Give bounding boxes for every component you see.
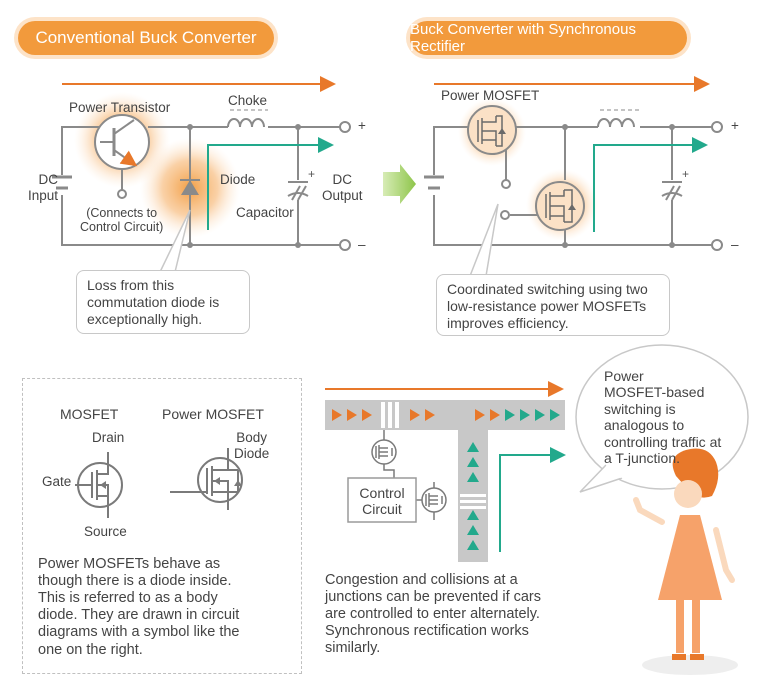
conventional-title: Conventional Buck Converter [18, 21, 274, 55]
synchronous-title: Buck Converter with Synchronous Rectifie… [410, 21, 687, 55]
drain-label: Drain [92, 430, 125, 445]
mosfet-title: MOSFET [60, 406, 119, 422]
teal-current-left [207, 137, 334, 230]
plus-left: + [358, 118, 366, 133]
source-label: Source [84, 524, 127, 539]
diode-symbol [181, 180, 199, 195]
power-transistor-label: Power Transistor [69, 100, 171, 115]
traffic-arrow-teal [499, 447, 566, 552]
power-mosfet-bottom [535, 181, 585, 231]
power-mosfet-title: Power MOSFET [162, 406, 264, 422]
diode-label: Diode [220, 172, 256, 187]
symbols-box [22, 378, 302, 674]
teal-current-right [593, 137, 708, 232]
svg-text:+: + [682, 167, 689, 181]
power-mosfet-top [467, 105, 517, 155]
orange-cars [332, 409, 500, 421]
minus-right: – [731, 237, 739, 252]
power-transistor-symbol [94, 114, 150, 199]
plus-right: + [731, 118, 739, 133]
gate-label: Gate [42, 474, 72, 489]
teal-cars [467, 409, 560, 550]
minus-left: – [358, 237, 366, 252]
choke-label: Choke [228, 93, 268, 108]
svg-text:+: + [308, 167, 315, 181]
capacitor-symbol [287, 181, 309, 201]
transform-arrow [383, 164, 416, 204]
woman-illustration [633, 448, 738, 675]
capacitor-label: Capacitor [236, 205, 294, 220]
mosfet-symbol-plain [75, 452, 123, 518]
control-circuit-box [347, 477, 417, 523]
power-mosfet-label: Power MOSFET [441, 88, 540, 103]
